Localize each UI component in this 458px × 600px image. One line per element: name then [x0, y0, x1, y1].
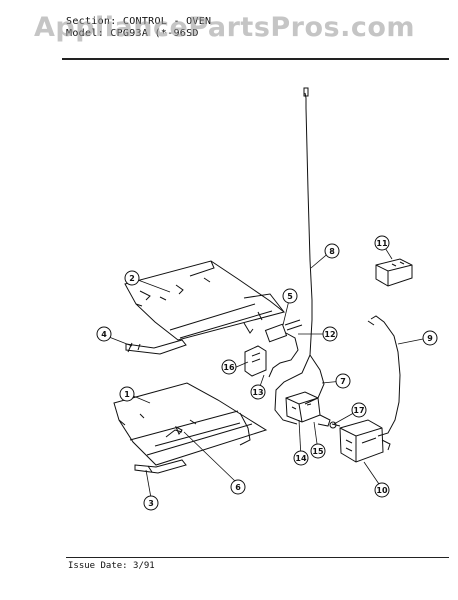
callout-4: 4 [96, 326, 112, 342]
model-number: Model: CPG93A (*-96SD [66, 28, 199, 39]
callout-9: 9 [422, 330, 438, 346]
thermostat [329, 419, 391, 463]
igniter [264, 319, 303, 343]
svg-text:4: 4 [101, 330, 107, 339]
svg-text:15: 15 [312, 447, 324, 456]
svg-text:16: 16 [223, 363, 235, 372]
callout-17: 17 [351, 402, 367, 418]
issue-date: Issue Date: 3/91 [68, 561, 155, 571]
callout-3: 3 [143, 495, 159, 511]
section-title: Section: CONTROL - OVEN [66, 16, 212, 27]
svg-text:13: 13 [252, 388, 263, 397]
lower-baffle [113, 382, 268, 466]
mounting-bracket [125, 339, 187, 355]
callout-1: 1 [119, 386, 135, 402]
callout-10: 10 [374, 482, 390, 498]
callout-8: 8 [324, 243, 340, 259]
oven-valve [285, 391, 331, 427]
callout-11: 11 [374, 235, 390, 251]
svg-text:3: 3 [148, 499, 154, 508]
sensing-tube [274, 87, 325, 425]
baffle-screw [175, 425, 183, 435]
callout-13: 13 [250, 384, 266, 400]
watermark-logo: AppliancePartsPros.com [34, 12, 416, 43]
svg-text:7: 7 [340, 377, 346, 386]
callout-6: 6 [230, 479, 246, 495]
svg-text:9: 9 [427, 334, 433, 343]
svg-text:12: 12 [324, 330, 335, 339]
svg-text:6: 6 [235, 483, 241, 492]
svg-text:11: 11 [376, 239, 388, 248]
header-rule [62, 58, 449, 60]
svg-text:8: 8 [329, 247, 335, 256]
callout-16: 16 [221, 359, 237, 375]
callout-12: 12 [322, 326, 338, 342]
svg-text:14: 14 [295, 454, 307, 463]
callout-2: 2 [124, 270, 140, 286]
lower-bracket [134, 459, 187, 474]
callout-15: 15 [310, 443, 326, 459]
diagram-header: Section: CONTROL - OVEN Model: CPG93A (*… [66, 16, 396, 40]
callout-5: 5 [282, 288, 298, 304]
footer-rule [66, 557, 449, 558]
control-module [375, 258, 413, 287]
svg-text:17: 17 [353, 406, 364, 415]
igniter-wire [268, 332, 299, 378]
svg-text:5: 5 [287, 292, 293, 301]
igniter-bracket [244, 345, 267, 377]
svg-text:2: 2 [129, 274, 135, 283]
oven-tube [367, 315, 401, 437]
upper-baffle [124, 260, 286, 341]
callout-7: 7 [335, 373, 351, 389]
callout-14: 14 [293, 450, 309, 466]
svg-text:1: 1 [124, 390, 130, 399]
svg-text:10: 10 [376, 486, 388, 495]
